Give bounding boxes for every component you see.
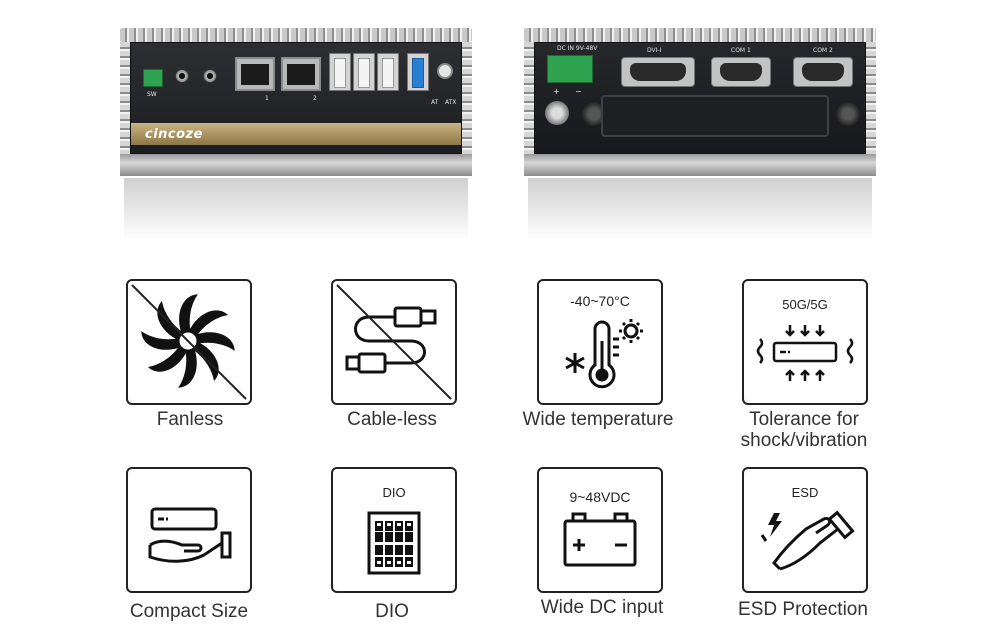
hand-device-icon [148,507,232,563]
lan-port-1 [235,57,275,91]
caption-shock-vibration: Tolerance for shock/vibration [740,409,868,451]
dc-range-label: 9~48VDC [569,489,631,505]
cable-crossed-icon [336,284,452,400]
fan-crossed-icon [131,284,247,400]
caption-cable-less: Cable-less [347,409,437,430]
brand-band [131,123,461,145]
sw-terminal [143,69,163,87]
caption-esd-protection: ESD Protection [738,599,868,620]
thermometer-icon [565,319,643,389]
lan2-label: 2 [313,95,317,102]
feature-tile-wide-temperature: -40~70°C [537,279,663,405]
dc-minus-label: − [575,87,582,96]
rear-panel-photo: DC IN 9V-48V + − DVI-I COM 1 COM 2 [524,28,876,240]
heatsink-fins [120,28,472,42]
usb-port-1 [329,53,351,91]
at-label: AT [431,99,439,106]
dvi-label: DVI-I [647,47,662,54]
lan1-label: 1 [265,95,269,102]
expansion-slot-cover [601,95,829,137]
feature-tile-esd-protection: ESD [742,467,868,593]
front-panel: cincoze SW 1 2 AT ATX [130,42,462,154]
dio-tile-label: DIO [382,485,406,500]
power-button [437,63,453,79]
com2-label: COM 2 [813,47,833,54]
caption-fanless: Fanless [156,409,224,430]
usb3-port [407,53,429,91]
com1-port [711,57,771,87]
sw-label: SW [147,91,157,98]
battery-icon [563,512,637,567]
feature-tile-dio: DIO [331,467,457,593]
heatsink-fins [524,28,876,42]
caption-wide-temperature: Wide temperature [522,409,674,430]
lan-port-2 [281,57,321,91]
front-panel-photo: cincoze SW 1 2 AT ATX [120,28,472,240]
atx-label: ATX [445,99,457,106]
mic-jack [175,69,189,83]
feature-tile-shock-vibration: 50G/5G [742,279,868,405]
feature-tile-compact-size [126,467,252,593]
shock-vibration-icon [756,325,854,381]
rear-panel: DC IN 9V-48V + − DVI-I COM 1 COM 2 [534,42,866,154]
com1-label: COM 1 [731,47,751,54]
usb-port-3 [377,53,399,91]
brand-logo: cincoze [145,127,203,142]
feature-tile-fanless [126,279,252,405]
dio-connector-icon [367,511,421,575]
dc-in-terminal [547,55,593,83]
feature-tile-cable-less [331,279,457,405]
reflection [124,178,468,240]
caption-dio: DIO [375,601,409,622]
antenna-hole-right [835,101,861,127]
dc-in-label: DC IN 9V-48V [557,45,598,52]
dvi-port [621,57,695,87]
caption-compact-size: Compact Size [129,601,249,622]
com2-port [793,57,853,87]
dc-plus-label: + [553,87,560,96]
esd-tile-label: ESD [791,485,819,500]
ground-screw [545,101,569,125]
temperature-range-label: -40~70°C [570,293,630,309]
hand-esd-icon [760,510,855,571]
caption-wide-dc-input: Wide DC input [540,597,664,618]
usb-port-2 [353,53,375,91]
line-out-jack [203,69,217,83]
shock-rating-label: 50G/5G [782,297,828,312]
feature-tile-wide-dc-input: 9~48VDC [537,467,663,593]
reflection [528,178,872,240]
